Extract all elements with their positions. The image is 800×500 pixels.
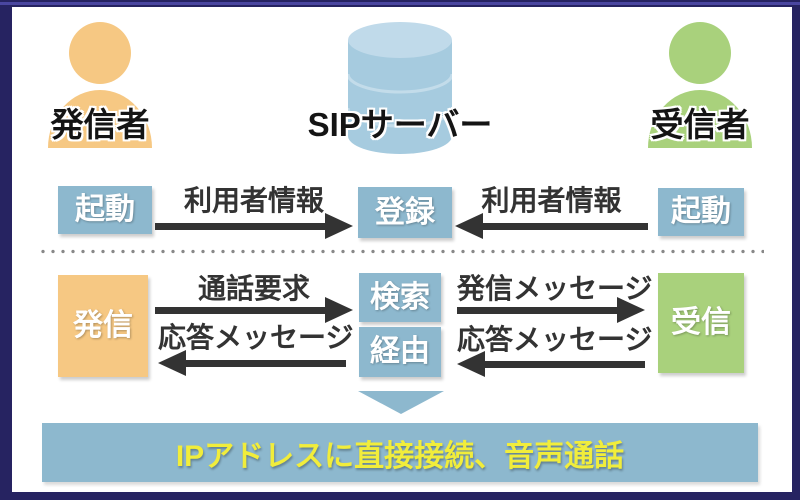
footer-bar: IPアドレスに直接接続、音声通話 [42, 423, 758, 482]
database-icon [348, 22, 452, 154]
arrow-shaft [155, 223, 327, 230]
arrow-shaft [155, 307, 327, 314]
footer-text: IPアドレスに直接接続、音声通話 [175, 439, 625, 473]
receiver-startup-box: 起動 [658, 188, 744, 236]
response-arrow-left-label: 応答メッセージ [158, 322, 354, 353]
arrow-head-left-icon [457, 351, 485, 377]
arrow-shaft [457, 307, 619, 314]
caller-label: 発信者 [50, 106, 150, 143]
frame-highlight-line [0, 2, 800, 5]
arrow-shaft [184, 360, 346, 367]
server-register-box: 登録 [358, 187, 452, 238]
down-chevron-icon [358, 391, 444, 414]
server-via-box: 経由 [359, 327, 441, 377]
receiver-label: 受信者 [650, 106, 750, 143]
caller-call-box: 発信 [58, 275, 148, 377]
response-arrow-right: 応答メッセージ [457, 324, 653, 387]
receiver-person-icon [648, 22, 752, 148]
user-info-arrow-right-label: 利用者情報 [481, 185, 622, 216]
receiver-receive-box: 受信 [658, 273, 744, 373]
user-info-arrow-left-label: 利用者情報 [183, 185, 324, 216]
arrow-head-right-icon [617, 297, 645, 323]
caller-startup-box: 起動 [58, 186, 152, 234]
caller-head [69, 22, 131, 84]
dotted-divider [38, 249, 764, 254]
server-search-box: 検索 [359, 273, 441, 322]
arrow-head-right-icon [325, 213, 353, 239]
call-request-arrow: 通話要求 [155, 274, 353, 336]
response-arrow-left: 応答メッセージ [158, 322, 354, 385]
call-request-arrow-label: 通話要求 [197, 273, 310, 304]
call-message-arrow: 発信メッセージ [457, 274, 652, 336]
user-info-arrow-left: 利用者情報 [155, 186, 353, 248]
arrow-head-left-icon [455, 213, 483, 239]
arrow-shaft [481, 223, 648, 230]
user-info-arrow-right: 利用者情報 [455, 186, 648, 248]
response-arrow-right-label: 応答メッセージ [457, 324, 653, 355]
arrow-head-left-icon [158, 350, 186, 376]
arrow-head-right-icon [325, 297, 353, 323]
caller-person-icon [48, 22, 152, 148]
server-label: SIPサーバー [307, 106, 493, 143]
receiver-head [669, 22, 731, 84]
arrow-shaft [483, 361, 645, 368]
